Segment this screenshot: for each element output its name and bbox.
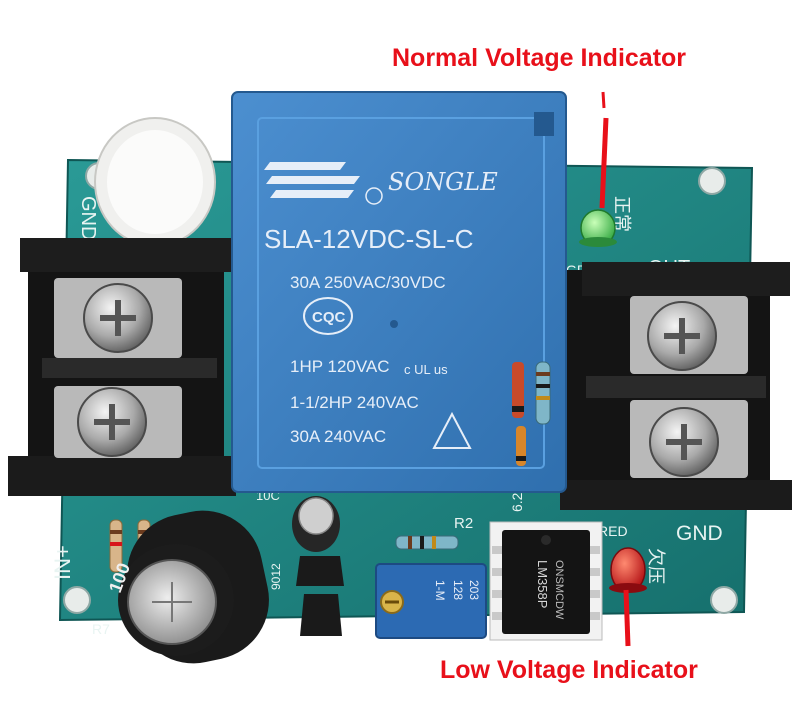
relay-rating-4: 30A 240VAC bbox=[290, 427, 386, 446]
q9012-label: 9012 bbox=[269, 563, 283, 590]
gnd-left-label: GND bbox=[77, 196, 99, 240]
ic-text-1: LM358P bbox=[535, 560, 550, 608]
screw-icon bbox=[77, 387, 147, 457]
gnd-right-label: GND bbox=[676, 522, 723, 545]
relay-rating-1: 30A 250VAC/30VDC bbox=[290, 273, 446, 292]
ic-text-2: ONSMCDW bbox=[553, 560, 565, 620]
pot-text-2: 128 bbox=[451, 580, 465, 600]
low-voltage-callout: Low Voltage Indicator bbox=[440, 656, 698, 684]
relay-rating-2: 1HP 120VAC bbox=[290, 357, 390, 376]
pot-text-1: 203 bbox=[467, 580, 481, 600]
screw-icon bbox=[649, 407, 719, 477]
relay-model: SLA-12VDC-SL-C bbox=[264, 224, 474, 254]
in-plus-label: IN+ bbox=[50, 545, 75, 580]
trim-potentiometer: 203 128 1-M bbox=[375, 563, 487, 639]
low-indicator-pointer bbox=[623, 589, 631, 647]
transistor bbox=[296, 556, 344, 586]
cqc-mark-icon: CQC bbox=[303, 297, 353, 335]
resistor bbox=[109, 519, 123, 573]
relay-ul-mark: c UL us bbox=[404, 362, 448, 377]
transistor bbox=[300, 594, 342, 636]
triangle-mark-icon bbox=[432, 411, 472, 449]
r2-label: R2 bbox=[454, 515, 473, 532]
buzzer bbox=[94, 117, 216, 247]
normal-voltage-callout: Normal Voltage Indicator bbox=[392, 44, 687, 72]
under-cn-label: 欠压 bbox=[645, 548, 666, 584]
screw-icon bbox=[647, 301, 717, 371]
small-capacitor bbox=[292, 496, 340, 552]
normal-cn-label: 正常 bbox=[611, 196, 632, 232]
resistor bbox=[535, 361, 551, 425]
resistor bbox=[395, 535, 459, 550]
r7-label: R7 bbox=[92, 621, 110, 637]
electrolytic-capacitor: 100 bbox=[105, 510, 269, 664]
diode bbox=[516, 426, 526, 466]
relay-rating-3: 1-1/2HP 240VAC bbox=[290, 393, 419, 412]
songle-logo-icon bbox=[264, 162, 360, 198]
relay-brand: SONGLE bbox=[388, 168, 498, 196]
pot-text-3: 1-M bbox=[433, 580, 447, 601]
relay: SONGLE SLA-12VDC-SL-C 30A 250VAC/30VDC C… bbox=[231, 91, 567, 493]
screw-icon bbox=[83, 283, 153, 353]
diode bbox=[512, 362, 524, 418]
input-terminal-block bbox=[8, 238, 236, 496]
relay-cert: CQC bbox=[312, 309, 346, 326]
green-led bbox=[579, 209, 617, 247]
red-label: RED bbox=[598, 523, 628, 539]
ic-chip: LM358P ONSMCDW bbox=[489, 521, 603, 641]
normal-indicator-pointer bbox=[599, 91, 609, 209]
